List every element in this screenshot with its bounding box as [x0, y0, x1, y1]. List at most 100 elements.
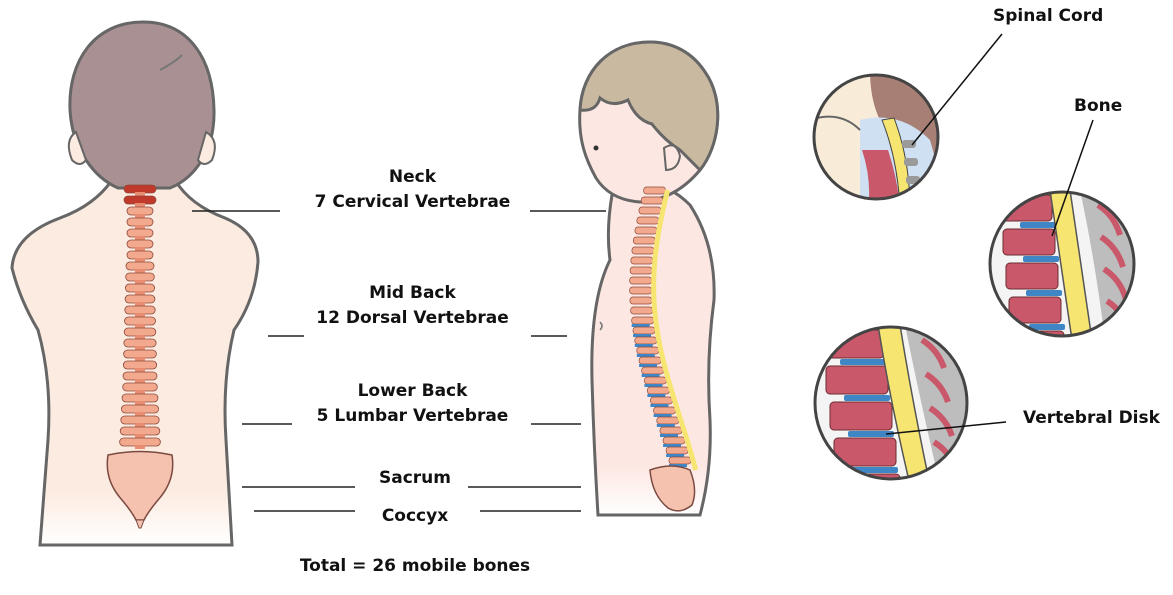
hair-swirl	[159, 54, 183, 71]
back-vertebra-process	[135, 368, 145, 372]
back-vertebra	[125, 261, 155, 271]
c2-disk	[1026, 290, 1062, 296]
label-mid-back-count: 12 Dorsal Vertebrae	[316, 308, 509, 328]
side-vertebra	[644, 376, 667, 385]
c3-process	[924, 371, 951, 404]
side-vertebra	[638, 206, 662, 215]
side-spinal-cord	[651, 189, 699, 471]
back-vertebra-process	[135, 280, 145, 284]
side-ear	[662, 144, 682, 172]
back-view-figure	[10, 20, 260, 547]
callout-vertebral-disk: Vertebral Disk	[1023, 408, 1160, 428]
side-vertebra	[632, 326, 656, 335]
c3-process	[936, 473, 963, 479]
side-vertebra	[634, 336, 658, 345]
side-vertebra	[636, 216, 660, 225]
back-vertebra	[121, 404, 160, 414]
detail-circle-disk	[813, 325, 969, 481]
side-vertebra	[630, 256, 654, 265]
c3-process	[928, 405, 955, 438]
back-vertebra	[124, 316, 156, 326]
side-vertebra	[629, 276, 653, 285]
label-neck: Neck 7 Cervical Vertebrae	[300, 165, 525, 215]
side-disk	[647, 394, 666, 397]
label-lower-back: Lower Back 5 Lumbar Vertebrae	[300, 379, 525, 429]
side-vertebra	[662, 436, 686, 445]
side-vertebra	[631, 316, 655, 325]
coccyx-bone	[135, 519, 145, 529]
c3-vertebra	[837, 473, 901, 479]
side-vertebra	[638, 356, 662, 365]
side-vertebra	[643, 186, 666, 195]
label-sacrum: Sacrum	[379, 468, 451, 488]
detail-circle-neck	[812, 73, 940, 201]
side-disk	[644, 384, 663, 387]
side-vertebra	[665, 446, 689, 455]
side-disk	[666, 454, 685, 457]
side-vertebra	[650, 396, 673, 405]
side-hair	[578, 40, 720, 173]
label-mid-back: Mid Back 12 Dorsal Vertebrae	[300, 281, 525, 331]
back-head	[68, 20, 216, 190]
c3-disk	[844, 395, 890, 401]
back-vertebra	[126, 217, 154, 227]
c3-disk	[852, 467, 898, 473]
back-vertebra	[126, 239, 154, 249]
c3-disk	[848, 431, 894, 437]
back-vertebra-process	[135, 434, 145, 438]
c3-process	[920, 337, 947, 370]
side-spine	[629, 186, 699, 471]
back-vertebra	[122, 360, 158, 370]
side-disk	[650, 404, 669, 407]
back-vertebra	[124, 294, 156, 304]
sacrum-bone	[106, 450, 174, 521]
side-disk	[659, 434, 678, 437]
side-eye	[593, 145, 599, 151]
back-vertebra-process	[135, 269, 145, 273]
back-vertebra	[125, 272, 155, 282]
c2-process	[1099, 234, 1126, 268]
c3-vertebra	[825, 365, 889, 395]
side-disk	[633, 334, 652, 337]
back-vertebra	[123, 327, 157, 337]
side-disk	[663, 444, 682, 447]
c2-vertebra	[1005, 262, 1059, 290]
side-vertebra	[629, 296, 653, 305]
back-vertebra-process	[135, 192, 145, 196]
side-disk	[634, 344, 653, 347]
side-vertebra	[630, 306, 653, 315]
label-neck-region: Neck	[388, 167, 437, 187]
back-vertebra-process	[135, 236, 145, 240]
c2-disk	[1023, 256, 1059, 262]
side-nipple	[599, 321, 603, 331]
back-vertebra-process	[135, 346, 145, 350]
label-lines	[192, 210, 606, 512]
side-sacrum	[649, 465, 696, 512]
back-vertebra-process	[135, 379, 145, 383]
label-neck-count: 7 Cervical Vertebrae	[314, 192, 511, 212]
back-vertebra	[120, 415, 160, 425]
side-disk	[636, 354, 655, 357]
back-vertebra-process	[135, 335, 145, 339]
c2-vertebra	[1008, 296, 1062, 324]
side-vertebra	[656, 416, 680, 425]
back-vertebra	[122, 371, 158, 381]
side-disk	[639, 364, 658, 367]
back-vertebra-process	[135, 423, 145, 427]
side-vertebra	[647, 386, 670, 395]
back-vertebra-process	[135, 357, 145, 361]
side-disk	[641, 374, 660, 377]
back-vertebra	[119, 437, 161, 447]
label-lower-back-region: Lower Back	[357, 381, 468, 401]
side-disk	[668, 464, 687, 467]
back-spine	[119, 184, 161, 449]
callout-leaders	[885, 33, 1094, 435]
back-vertebra-process	[135, 401, 145, 405]
c2-disk	[1029, 324, 1065, 330]
back-ear-right	[196, 130, 216, 165]
side-vertebra	[632, 236, 656, 245]
back-vertebra	[123, 349, 157, 359]
back-vertebra	[124, 305, 156, 315]
back-vertebra-process	[135, 445, 145, 449]
back-vertebra-process	[135, 214, 145, 218]
